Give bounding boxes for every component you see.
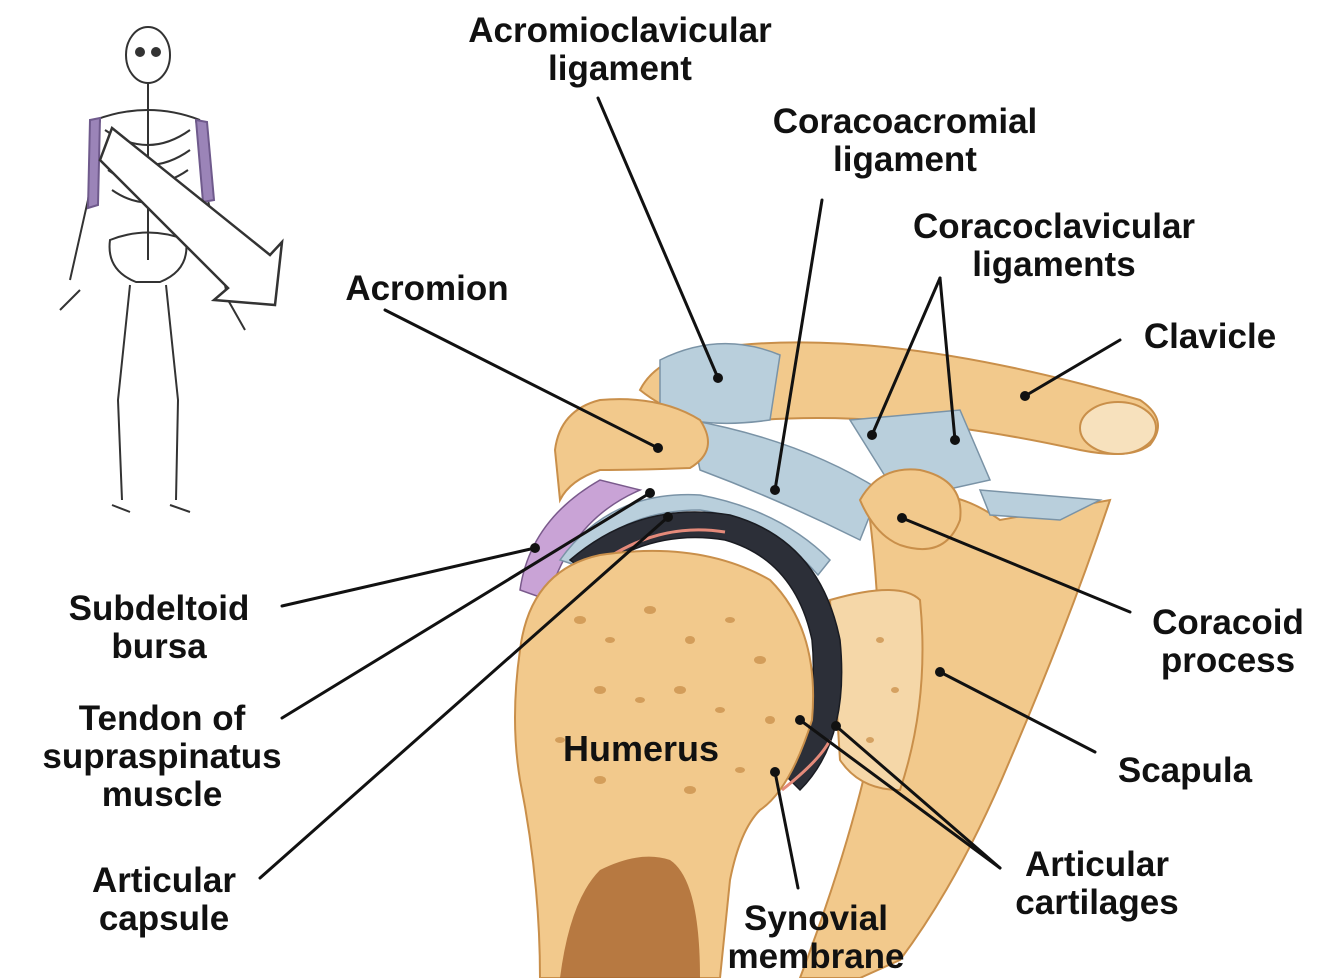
- label-humerus: Humerus: [536, 730, 746, 768]
- highlight-arm-left: [88, 118, 100, 208]
- label-acromion: Acromion: [318, 270, 536, 308]
- acromion-shape: [555, 399, 708, 500]
- skeleton-thumbnail: [60, 27, 282, 512]
- label-clavicle: Clavicle: [1120, 318, 1300, 356]
- highlight-arm-right: [196, 120, 214, 202]
- label-scapula: Scapula: [1090, 752, 1280, 790]
